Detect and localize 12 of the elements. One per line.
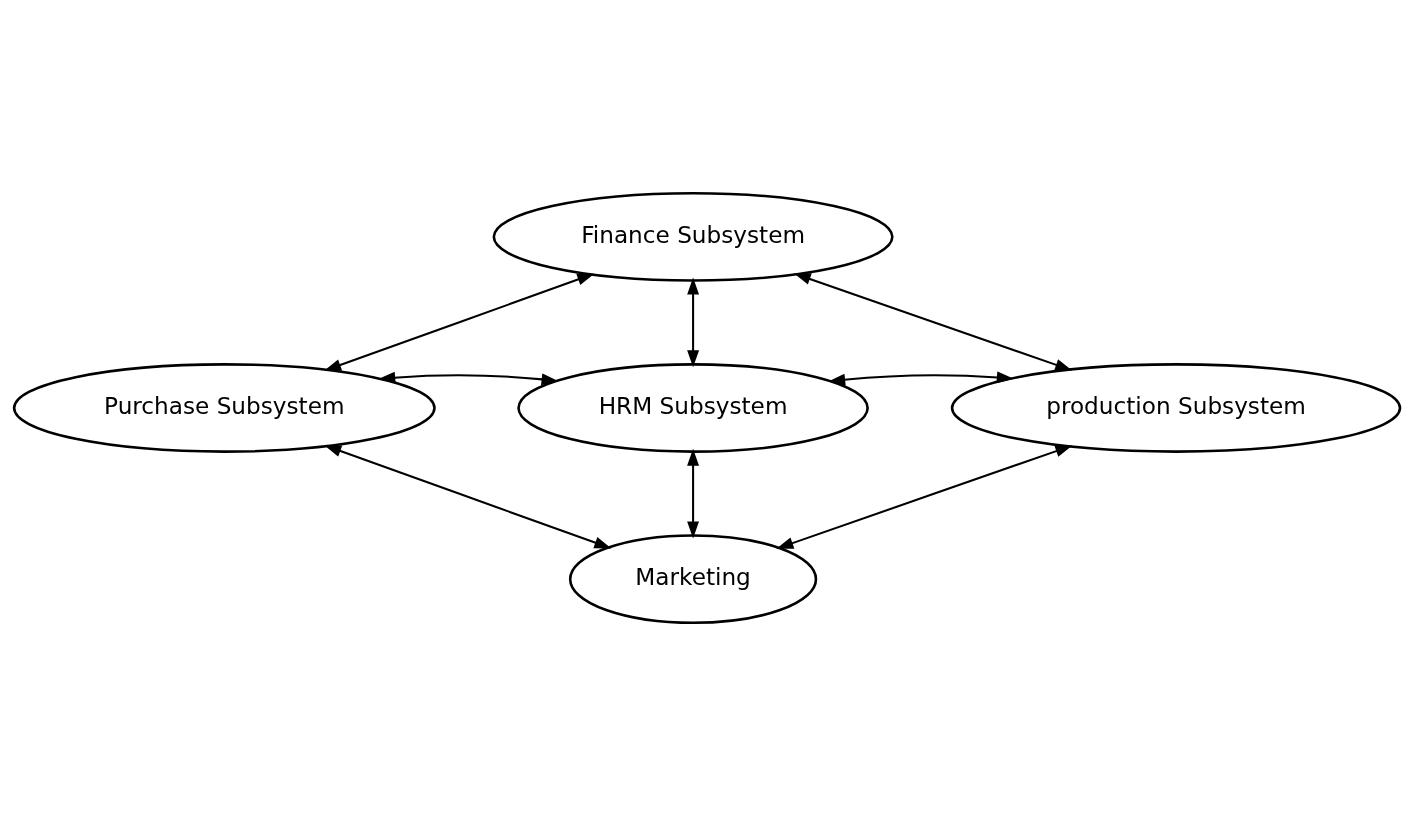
arrow xyxy=(828,371,1014,386)
arrow xyxy=(687,448,700,539)
node-ellipse: Purchase Subsystem xyxy=(12,363,436,453)
node-ellipse: HRM Subsystem xyxy=(517,363,869,453)
arrow xyxy=(324,273,595,371)
node-ellipse: Finance Subsystem xyxy=(492,191,894,282)
node-ellipse: production Subsystem xyxy=(950,363,1402,453)
arrow xyxy=(687,277,700,368)
arrow xyxy=(793,273,1073,371)
arrow xyxy=(324,445,612,549)
arrow xyxy=(776,445,1073,549)
arrow xyxy=(378,371,559,386)
